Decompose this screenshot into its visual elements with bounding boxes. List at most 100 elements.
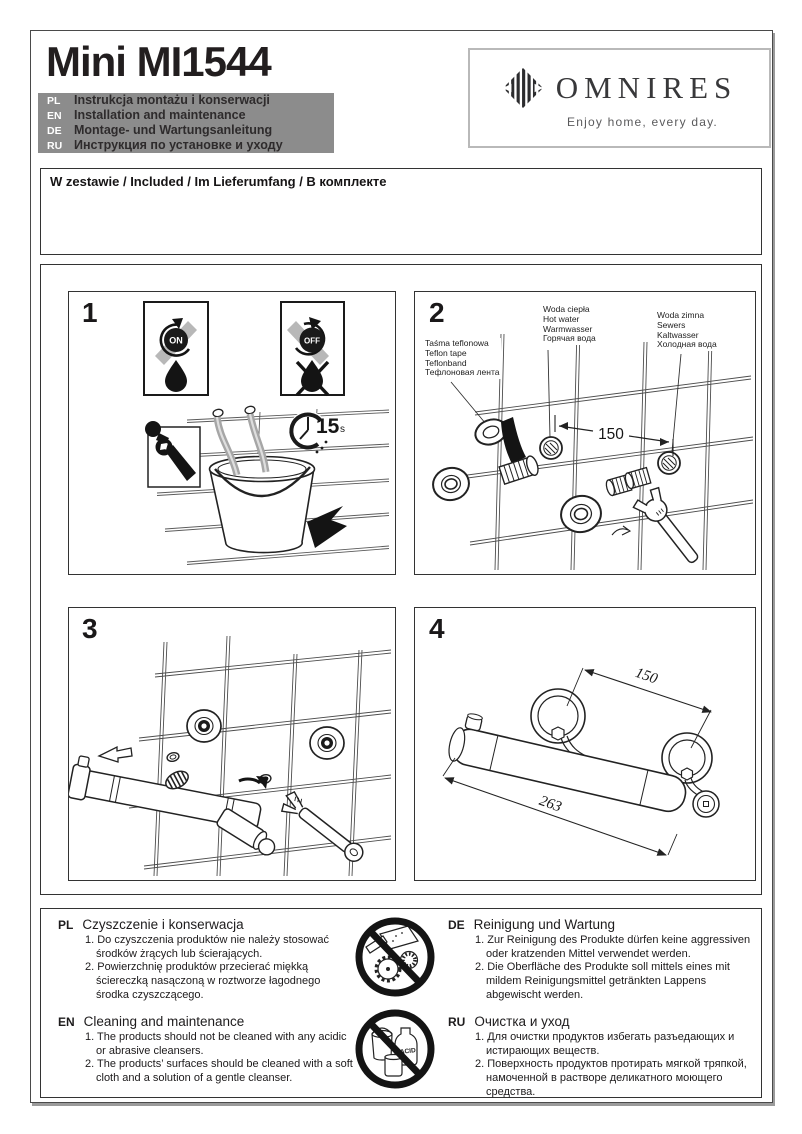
- omnires-diamond-icon: [502, 68, 543, 108]
- step1-number: 1: [82, 297, 98, 328]
- language-label: Instrukcja montażu i konserwacji: [74, 93, 270, 107]
- dimension-150-value: 150: [598, 426, 624, 443]
- care-block-de: DE Reinigung und Wartung 1. Zur Reinigun…: [448, 917, 756, 1003]
- care-item: 1. Для очистки продуктов избегать разъед…: [475, 1031, 735, 1057]
- care-title: Reinigung und Wartung: [473, 917, 616, 932]
- care-item: 1. Zur Reinigung des Produkte dürfen kei…: [475, 934, 751, 960]
- care-item: 2. Поверхность продуктов протирать мягко…: [475, 1058, 747, 1098]
- wrench-icon: [280, 790, 364, 862]
- care-code: PL: [58, 918, 74, 932]
- step3-number: 3: [82, 613, 98, 644]
- bucket: [208, 455, 316, 554]
- language-code: PL: [47, 95, 61, 107]
- teflon-tape-roll: [474, 417, 526, 464]
- step4-illustration: 150 263: [442, 665, 720, 856]
- acid-label: ACID: [400, 1047, 417, 1056]
- escutcheon-right: [309, 726, 345, 760]
- hot-water-connection: [539, 436, 563, 460]
- dimension-150-value: 150: [633, 665, 660, 688]
- escutcheon-left: [432, 466, 470, 502]
- care-code: EN: [58, 1015, 75, 1029]
- language-code: RU: [47, 140, 63, 152]
- language-code: DE: [47, 125, 62, 137]
- care-item: 1. Do czyszczenia produktów nie należy s…: [85, 934, 329, 960]
- dimension-150: 150: [566, 665, 712, 749]
- on-label: ON: [169, 336, 183, 346]
- step2-number: 2: [429, 297, 445, 328]
- care-code: RU: [448, 1015, 466, 1029]
- dimension-150: 150: [554, 415, 674, 456]
- dimension-263-value: 263: [537, 793, 564, 816]
- dimension-263: 263: [442, 757, 678, 856]
- brand-logo-box: OMNIRES Enjoy home, every day.: [468, 48, 771, 148]
- no-abrasives-icon: [355, 917, 435, 997]
- language-row-en: EN Installation and maintenance: [47, 108, 334, 123]
- direction-arrow-icon: [97, 745, 133, 763]
- care-item: 2. Powierzchnię produktów przecierać mię…: [85, 961, 321, 1001]
- language-label: Montage- und Wartungsanleitung: [74, 123, 273, 137]
- page-title: Mini MI1544: [46, 38, 272, 85]
- care-block-ru: RU Очистка и уход 1. Для очистки продукт…: [448, 1014, 756, 1100]
- cold-water-connection: [657, 451, 681, 475]
- rotation-arrow-icon: [238, 776, 268, 789]
- language-bar: PL Instrukcja montażu i konserwacji EN I…: [38, 93, 334, 153]
- step3-illustration: [69, 635, 392, 877]
- threaded-union: [165, 770, 189, 790]
- language-row-pl: PL Instrukcja montażu i konserwacji: [47, 93, 334, 108]
- included-label: W zestawie / Included / Im Lieferumfang …: [50, 174, 387, 189]
- droplet-icon: [165, 360, 187, 392]
- language-row-ru: RU Инструкция по установке и уходу: [47, 138, 334, 153]
- care-title: Czyszczenie i konserwacja: [82, 917, 244, 932]
- care-item: 1. The products should not be cleaned wi…: [85, 1031, 347, 1057]
- step4-panel: 150 263 4: [414, 607, 756, 881]
- included-box: [40, 168, 762, 255]
- clock-icon: [289, 411, 328, 454]
- step1-panel: 15 s ON: [68, 291, 396, 575]
- care-title: Cleaning and maintenance: [83, 1014, 245, 1029]
- flow-arrow-icon: [611, 525, 632, 536]
- brand-tagline: Enjoy home, every day.: [567, 115, 718, 129]
- wall-pipe-outlets: [212, 405, 256, 418]
- timer-value: 15: [316, 415, 340, 438]
- tile-grid: [459, 327, 754, 571]
- language-label: Инструкция по установке и уходу: [74, 138, 283, 152]
- threaded-fitting: [498, 455, 539, 486]
- brand-name: OMNIRES: [555, 70, 738, 105]
- language-label: Installation and maintenance: [74, 108, 246, 122]
- language-row-de: DE Montage- und Wartungsanleitung: [47, 123, 334, 138]
- care-block-pl: PL Czyszczenie i konserwacja 1. Do czysz…: [58, 917, 350, 1003]
- escutcheon-left: [186, 709, 222, 743]
- turn-off-icon: OFF: [280, 301, 345, 397]
- care-title: Очистка и уход: [474, 1014, 570, 1029]
- water-streams: [213, 413, 270, 476]
- step1-illustration: 15 s ON: [143, 301, 390, 565]
- turn-on-icon: ON: [143, 301, 209, 396]
- step4-number: 4: [429, 613, 445, 644]
- language-code: EN: [47, 110, 62, 122]
- care-item: 2. The products’ surfaces should be clea…: [85, 1058, 353, 1085]
- no-acid-icon: ACID: [355, 1009, 435, 1089]
- leader-lines: [450, 349, 682, 453]
- step2-illustration: 150: [432, 327, 754, 571]
- wall-flange-right: [661, 732, 713, 784]
- wrench-icon: [145, 421, 201, 488]
- timer-unit: s: [340, 424, 345, 435]
- step3-panel: 3: [68, 607, 396, 881]
- step2-panel: 150: [414, 291, 756, 575]
- wrench-icon: [632, 486, 699, 564]
- care-item: 2. Die Oberfläche des Produkte soll mitt…: [475, 961, 730, 1001]
- valve-end: [216, 808, 276, 856]
- washer: [166, 751, 180, 763]
- bucket-shadow: [307, 506, 347, 548]
- bucket-handle: [214, 466, 311, 498]
- care-block-en: EN Cleaning and maintenance 1. The produ…: [58, 1014, 354, 1086]
- wall-flange-left: [530, 688, 586, 744]
- care-code: DE: [448, 918, 465, 932]
- escutcheon-center: [560, 494, 602, 534]
- handle-cap: [692, 790, 720, 818]
- threaded-nipples: [605, 466, 652, 497]
